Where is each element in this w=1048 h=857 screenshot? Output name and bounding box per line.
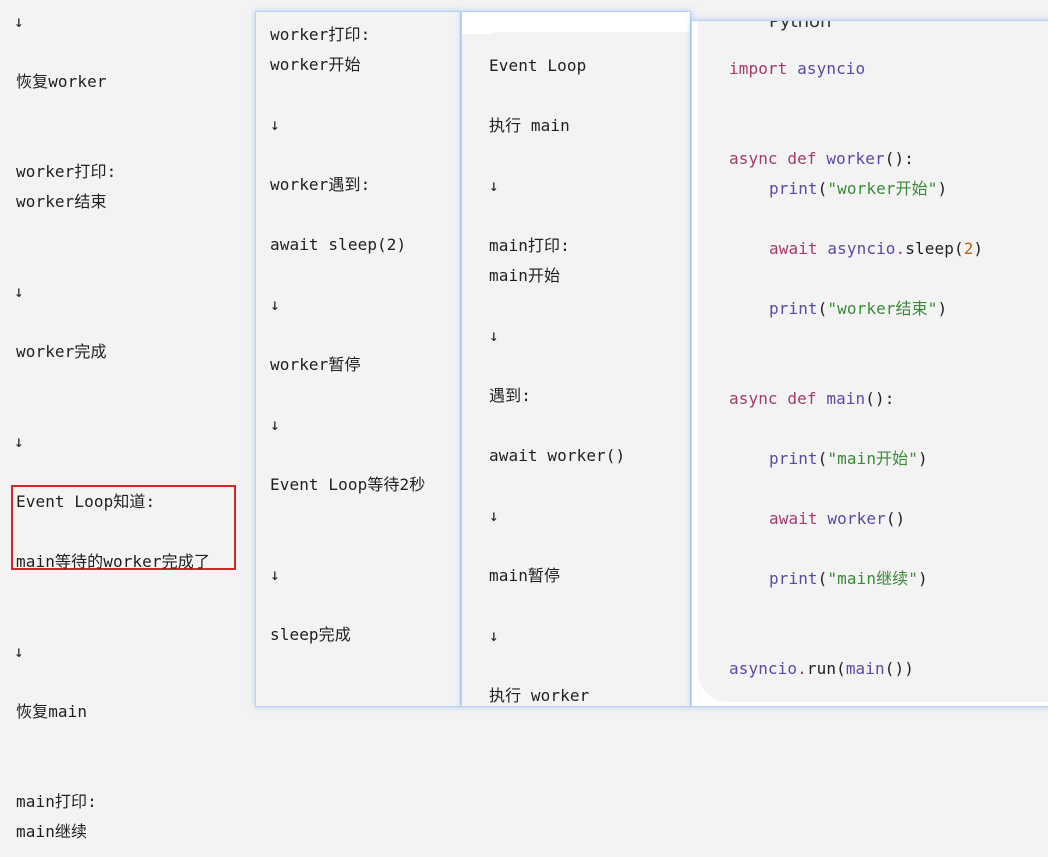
code-token: "worker开始" xyxy=(827,179,938,198)
code-token: await xyxy=(769,509,818,528)
code-line: async def main(): xyxy=(729,389,894,409)
code-token: main xyxy=(845,659,885,678)
flow-step: 恢复worker xyxy=(16,72,107,91)
flow-step: worker开始 xyxy=(270,55,361,74)
flow-step: main继续 xyxy=(16,822,88,841)
flow-step: main等待的worker完成了 xyxy=(16,552,210,571)
flow-step: main开始 xyxy=(489,266,561,285)
code-token: ) xyxy=(937,299,948,318)
code-token: ( xyxy=(817,179,828,198)
code-token: ( xyxy=(836,659,846,678)
event-loop-panel-body xyxy=(462,32,690,706)
flow-step: Event Loop知道: xyxy=(16,492,156,511)
code-token: print xyxy=(769,569,818,588)
code-token: ( xyxy=(817,569,828,588)
code-token: ) xyxy=(918,449,928,468)
code-token: "main继续" xyxy=(827,569,919,588)
code-token: await xyxy=(769,239,818,258)
flow-step: 遇到: xyxy=(489,386,531,405)
flow-step: main暂停 xyxy=(489,566,561,585)
code-token: worker xyxy=(827,509,886,528)
code-line: print("main继续") xyxy=(769,569,928,589)
flow-step: main打印: xyxy=(16,792,97,811)
flow-arrow: ↓ xyxy=(489,506,499,525)
code-token: print xyxy=(769,299,818,318)
code-token: (): xyxy=(865,389,895,408)
highlight-box xyxy=(11,485,236,570)
code-panel-body xyxy=(698,21,1048,702)
code-token: print xyxy=(769,449,818,468)
code-line: import asyncio xyxy=(729,59,865,79)
flow-arrow: ↓ xyxy=(489,176,499,195)
code-token: . xyxy=(895,239,906,258)
flow-step: Event Loop等待2秒 xyxy=(270,475,426,494)
code-token: "main开始" xyxy=(827,449,919,468)
flow-step: main打印: xyxy=(489,236,570,255)
code-token: ) xyxy=(973,239,984,258)
code-line: print("main开始") xyxy=(769,449,928,469)
code-line: asyncio.run(main()) xyxy=(729,659,914,679)
left-flow-column: ↓ 恢复worker worker打印: worker结束 ↓ worker完成… xyxy=(0,0,255,857)
flow-arrow: ↓ xyxy=(489,626,499,645)
code-token: asyncio xyxy=(827,239,896,258)
flow-step: worker打印: xyxy=(16,162,117,181)
panel-top-strip xyxy=(462,12,690,34)
flow-arrow: ↓ xyxy=(270,415,280,434)
code-token: async xyxy=(729,389,778,408)
flow-arrow: ↓ xyxy=(270,295,280,314)
flow-step: 恢复main xyxy=(16,702,88,721)
flow-step: await sleep(2) xyxy=(270,235,407,254)
flow-step: worker暂停 xyxy=(270,355,361,374)
code-token: ( xyxy=(817,449,828,468)
flow-arrow: ↓ xyxy=(14,642,24,661)
code-token: async xyxy=(729,149,778,168)
code-token: run xyxy=(806,659,837,678)
code-token: . xyxy=(797,659,807,678)
code-line: async def worker(): xyxy=(729,149,914,169)
flow-step: worker遇到: xyxy=(270,175,371,194)
flow-step: worker打印: xyxy=(270,25,371,44)
code-token: worker xyxy=(826,149,885,168)
code-line: await asyncio.sleep(2) xyxy=(769,239,983,259)
code-token: (): xyxy=(884,149,914,168)
code-token: import xyxy=(729,59,788,78)
code-token: ) xyxy=(918,569,928,588)
flow-step: 执行 worker xyxy=(489,686,590,705)
code-token: "worker结束" xyxy=(827,299,938,318)
flow-step: 执行 main xyxy=(489,116,570,135)
flow-step: Event Loop xyxy=(489,56,587,75)
code-language-label: Python xyxy=(769,20,832,32)
code-token: () xyxy=(885,509,906,528)
flow-arrow: ↓ xyxy=(14,282,24,301)
flow-arrow: ↓ xyxy=(489,326,499,345)
flow-step: worker完成 xyxy=(16,342,107,361)
code-token: main xyxy=(826,389,866,408)
flow-step: await worker() xyxy=(489,446,626,465)
flow-arrow: ↓ xyxy=(270,115,280,134)
code-token: def xyxy=(787,149,817,168)
worker-flow-panel: worker打印: worker开始 ↓ worker遇到: await sle… xyxy=(255,11,461,707)
code-token: ()) xyxy=(884,659,914,678)
code-line: await worker() xyxy=(769,509,905,529)
flow-step: worker结束 xyxy=(16,192,107,211)
code-token: 2 xyxy=(963,239,974,258)
code-token: ) xyxy=(937,179,948,198)
code-token: ( xyxy=(953,239,964,258)
code-panel: Python import asyncio async def worker()… xyxy=(691,20,1048,707)
flow-arrow: ↓ xyxy=(270,565,280,584)
code-line: print("worker开始") xyxy=(769,179,947,199)
code-token: ( xyxy=(817,299,828,318)
code-token: print xyxy=(769,179,818,198)
code-line: print("worker结束") xyxy=(769,299,947,319)
event-loop-panel: Event Loop 执行 main ↓ main打印: main开始 ↓ 遇到… xyxy=(461,11,691,707)
code-token: sleep xyxy=(905,239,954,258)
flow-step: sleep完成 xyxy=(270,625,351,644)
code-token: asyncio xyxy=(729,659,798,678)
code-token: def xyxy=(787,389,817,408)
code-token: asyncio xyxy=(797,59,866,78)
flow-arrow: ↓ xyxy=(14,12,24,31)
flow-arrow: ↓ xyxy=(14,432,24,451)
